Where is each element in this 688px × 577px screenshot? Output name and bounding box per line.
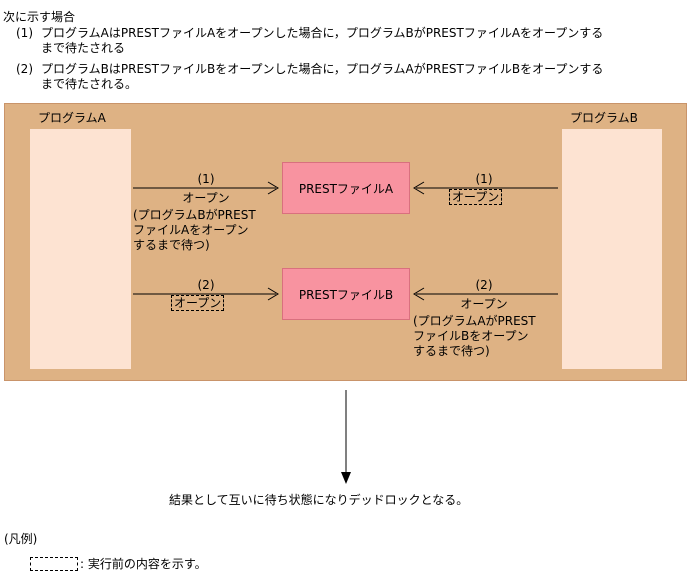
a-to-file-a-action: オープン [182,191,230,205]
arrowhead-to-result [341,472,351,484]
b-to-file-a-number: (1) [475,172,493,186]
b-to-file-a-action: オープン [449,189,503,205]
intro-item-2-number: (2) [16,62,33,76]
intro-item-1-number: (1) [16,26,33,40]
a-to-file-b-action-dashed: オープン [171,295,225,311]
a-to-file-b-action: オープン [171,295,225,311]
b-to-file-b-note: (プログラムAがPREST ファイルBをオープン するまで待つ) [413,314,536,358]
prest-file-a-box: PRESTファイルA [282,162,410,214]
intro-item-2-text: プログラムBはPRESTファイルBをオープンした場合に，プログラムAがPREST… [41,62,604,91]
arrowhead-a-to-file-b [267,287,279,301]
program-b-label: プログラムB [570,111,638,125]
legend-description: : 実行前の内容を示す。 [80,557,207,571]
legend-dashed-sample [30,557,78,571]
arrowhead-b-to-file-b [413,287,425,301]
prest-file-b-box: PRESTファイルB [282,268,410,320]
intro-item-1-text: プログラムAはPRESTファイルAをオープンした場合に，プログラムBがPREST… [41,26,604,55]
b-to-file-a-action-dashed: オープン [449,189,503,205]
program-b-box [562,129,662,369]
prest-file-b-label: PRESTファイルB [298,287,394,302]
b-to-file-b-number: (2) [475,278,493,292]
intro-title: 次に示す場合 [3,10,76,24]
a-to-file-a-note: (プログラムBがPREST ファイルAをオープン するまで待つ) [133,208,256,252]
legend-title: (凡例) [4,532,38,546]
result-text: 結果として互いに待ち状態になりデッドロックとなる。 [169,493,469,507]
arrowhead-a-to-file-a [267,181,279,195]
a-to-file-b-number: (2) [197,278,215,292]
prest-file-a-label: PRESTファイルA [298,181,394,196]
arrowhead-b-to-file-a [413,181,425,195]
a-to-file-a-number: (1) [197,172,215,186]
program-a-label: プログラムA [38,111,106,125]
b-to-file-b-action: オープン [460,297,508,311]
program-a-box [30,129,131,369]
